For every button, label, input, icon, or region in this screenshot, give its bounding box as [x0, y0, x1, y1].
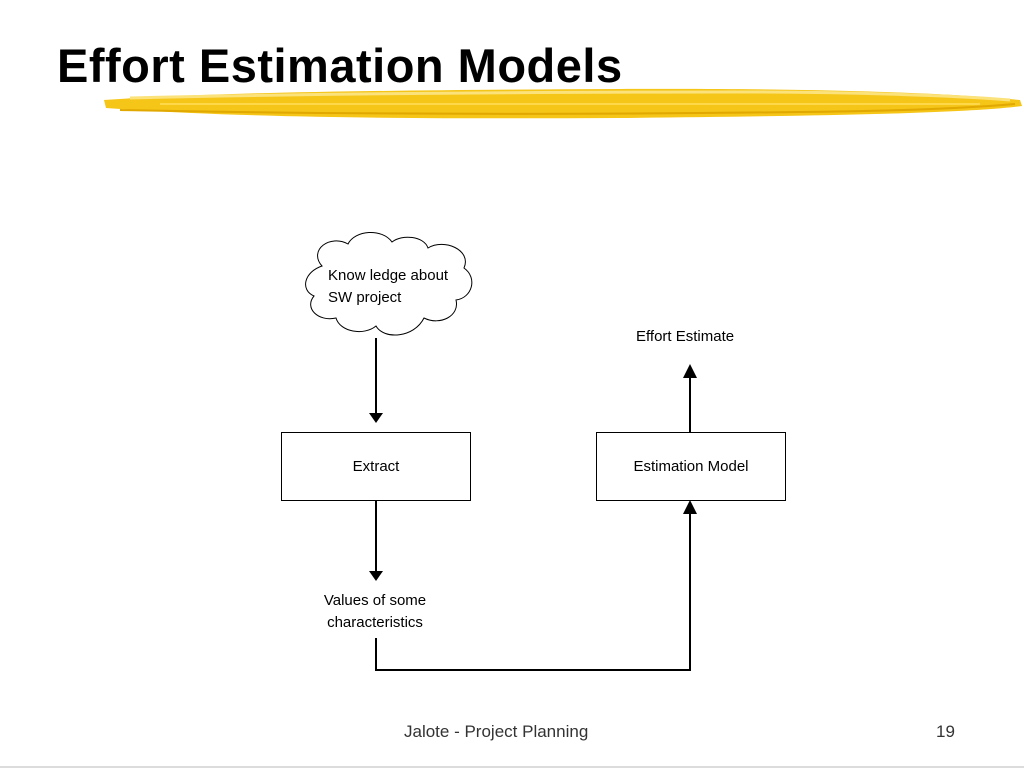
knowledge-cloud-shape	[305, 232, 473, 336]
page-number: 19	[936, 722, 955, 741]
effort-estimate-label: Effort Estimate	[636, 328, 735, 345]
footer-text: Jalote - Project Planning	[404, 722, 589, 741]
extract-label: Extract	[352, 458, 400, 475]
values-label-line2: characteristics	[327, 614, 423, 631]
values-label: Values of some characteristics	[304, 590, 446, 634]
knowledge-cloud-label: Know ledge about SW project	[328, 265, 448, 309]
connector-values-to-model	[375, 514, 691, 671]
slide-title: Effort Estimation Models	[57, 39, 623, 92]
values-label-line1: Values of some	[323, 592, 427, 609]
arrowhead-effort	[683, 364, 697, 378]
knowledge-label-line2: SW project	[328, 289, 402, 306]
title-underline-brushstroke	[104, 88, 1022, 119]
estimation-model-box: Estimation Model	[596, 432, 786, 501]
extract-box: Extract	[281, 432, 471, 501]
arrowhead-into-model	[683, 500, 697, 514]
estimation-model-label: Estimation Model	[633, 458, 749, 475]
knowledge-label-line1: Know ledge about	[328, 267, 449, 284]
bottom-divider	[0, 766, 1024, 768]
